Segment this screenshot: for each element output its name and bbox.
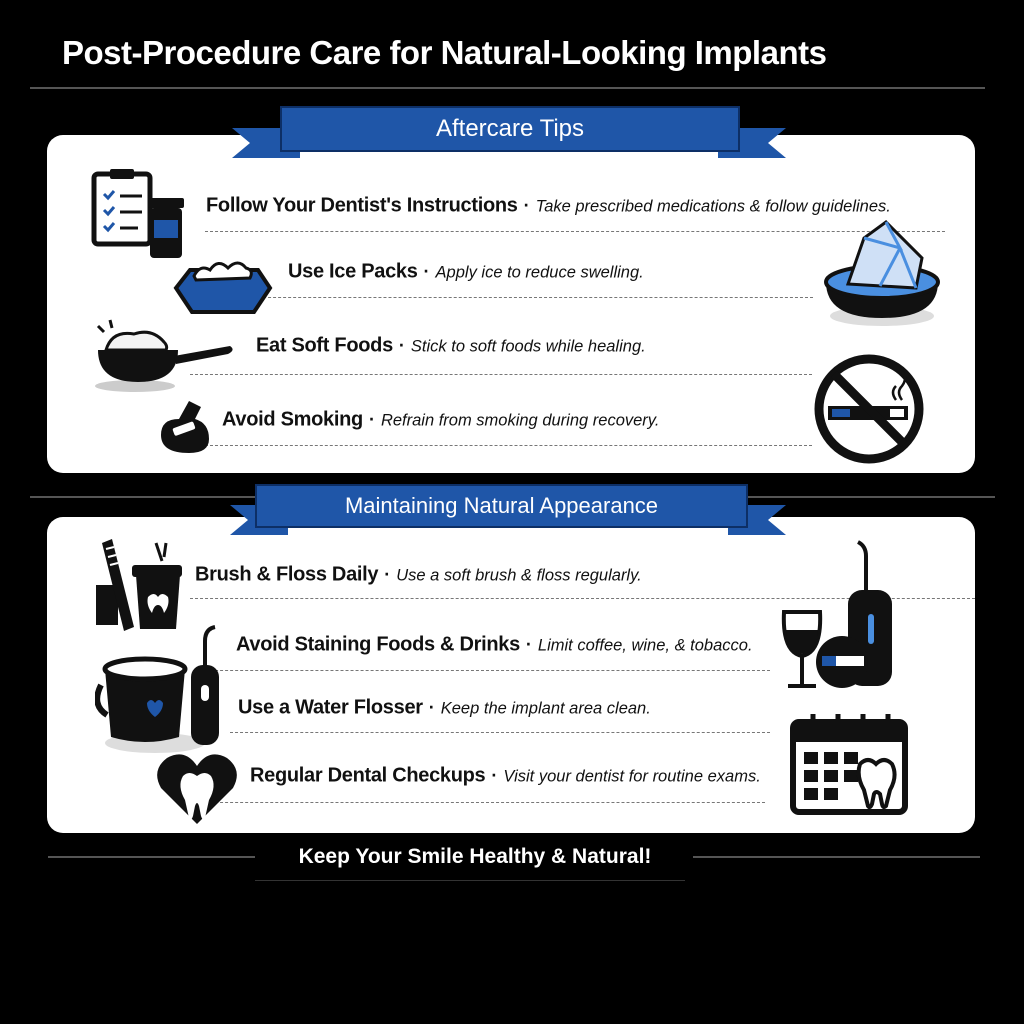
item-desc: Visit your dentist for routine exams. [503, 767, 761, 786]
item-desc: Keep the implant area clean. [440, 699, 651, 718]
section-heading-aftercare: Aftercare Tips [280, 106, 740, 152]
smoking-hand-icon [161, 401, 209, 453]
list-item: Use a Water Flosser· Keep the implant are… [238, 697, 651, 720]
separator: · [491, 765, 498, 786]
soft-food-bowl-icon [95, 319, 233, 392]
toothbrush-icon [96, 539, 182, 631]
page-title: Post-Procedure Care for Natural-Looking … [62, 34, 827, 71]
separator: · [525, 634, 532, 655]
item-desc: Refrain from smoking during recovery. [380, 411, 660, 430]
item-title: Follow Your Dentist's Instructions [206, 194, 518, 217]
item-desc: Limit coffee, wine, & tobacco. [537, 636, 753, 655]
list-item: Brush & Floss Daily· Use a soft brush & f… [195, 564, 642, 587]
ice-bowl-icon [824, 220, 940, 326]
list-item: Eat Soft Foods· Stick to soft foods while… [256, 335, 646, 358]
item-title: Eat Soft Foods [256, 334, 393, 357]
divider [30, 87, 985, 89]
dashed-divider [205, 231, 945, 232]
item-desc: Use a soft brush & floss regularly. [396, 566, 642, 585]
dashed-divider [253, 297, 813, 298]
item-desc: Apply ice to reduce swelling. [435, 263, 644, 282]
separator: · [523, 195, 530, 216]
dashed-divider [230, 732, 770, 733]
list-item: Use Ice Packs· Apply ice to reduce swelli… [288, 261, 644, 284]
list-item: Follow Your Dentist's Instructions· Take … [206, 195, 891, 218]
dashed-divider [190, 374, 812, 375]
item-title: Avoid Smoking [222, 408, 363, 431]
wine-glass-flosser-icon [781, 540, 892, 688]
dashed-divider [190, 598, 975, 599]
item-desc: Stick to soft foods while healing. [410, 337, 646, 356]
separator: · [368, 409, 375, 430]
ice-pack-icon [173, 261, 273, 314]
list-item: Avoid Smoking· Refrain from smoking durin… [222, 409, 659, 432]
dashed-divider [205, 445, 812, 446]
separator: · [398, 335, 405, 356]
calendar-tooth-icon [790, 714, 908, 815]
no-smoking-icon [814, 354, 924, 464]
item-title: Brush & Floss Daily [195, 563, 379, 586]
separator: · [423, 261, 430, 282]
divider [693, 856, 980, 858]
item-title: Avoid Staining Foods & Drinks [236, 633, 520, 656]
dashed-divider [200, 670, 770, 671]
list-item: Avoid Staining Foods & Drinks· Limit coff… [236, 634, 753, 657]
tooth-heart-icon [157, 754, 237, 824]
separator: · [384, 564, 391, 585]
item-title: Use Ice Packs [288, 260, 418, 283]
divider [48, 856, 255, 858]
item-desc: Take prescribed medications & follow gui… [535, 197, 891, 216]
section-heading-appearance: Maintaining Natural Appearance [255, 484, 748, 528]
divider [255, 880, 685, 881]
clipboard-medicine-icon [91, 169, 184, 258]
footer-tagline: Keep Your Smile Healthy & Natural! [298, 845, 652, 868]
item-title: Regular Dental Checkups [250, 764, 486, 787]
list-item: Regular Dental Checkups· Visit your denti… [250, 765, 761, 788]
water-flosser-icon [95, 625, 219, 753]
dashed-divider [205, 802, 765, 803]
item-title: Use a Water Flosser [238, 696, 423, 719]
separator: · [428, 697, 435, 718]
